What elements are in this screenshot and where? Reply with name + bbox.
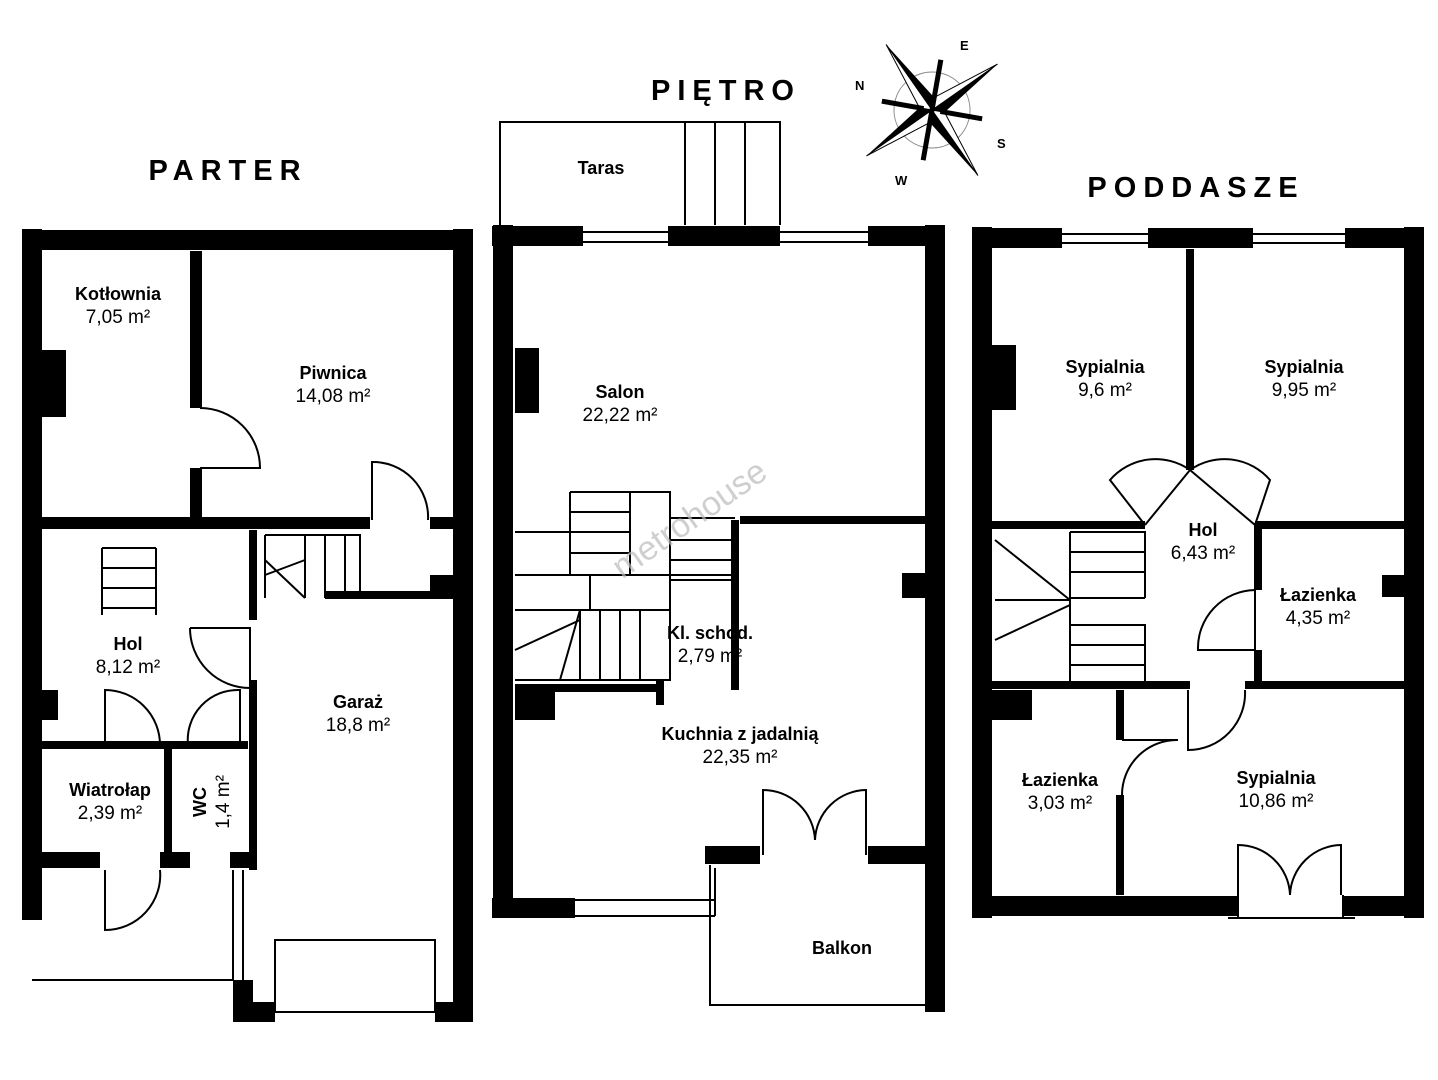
poddasze-walls [972,227,1424,919]
room-klatka-schodowa: Kl. schod.2,79 m² [666,623,754,667]
compass-n: N [855,78,864,93]
compass-e: E [960,38,969,53]
title-parter: PARTER [148,155,308,187]
parter-walls [22,229,473,1022]
compass-rose-icon [866,44,998,176]
compass-w: W [895,173,908,188]
room-balkon: Balkon [811,938,873,958]
pietro-walls [492,121,945,1012]
compass-s: S [997,136,1006,151]
title-poddasze: PODDASZE [1087,172,1305,204]
title-pietro: PIĘTRO [651,75,801,107]
room-taras: Taras [577,158,625,178]
